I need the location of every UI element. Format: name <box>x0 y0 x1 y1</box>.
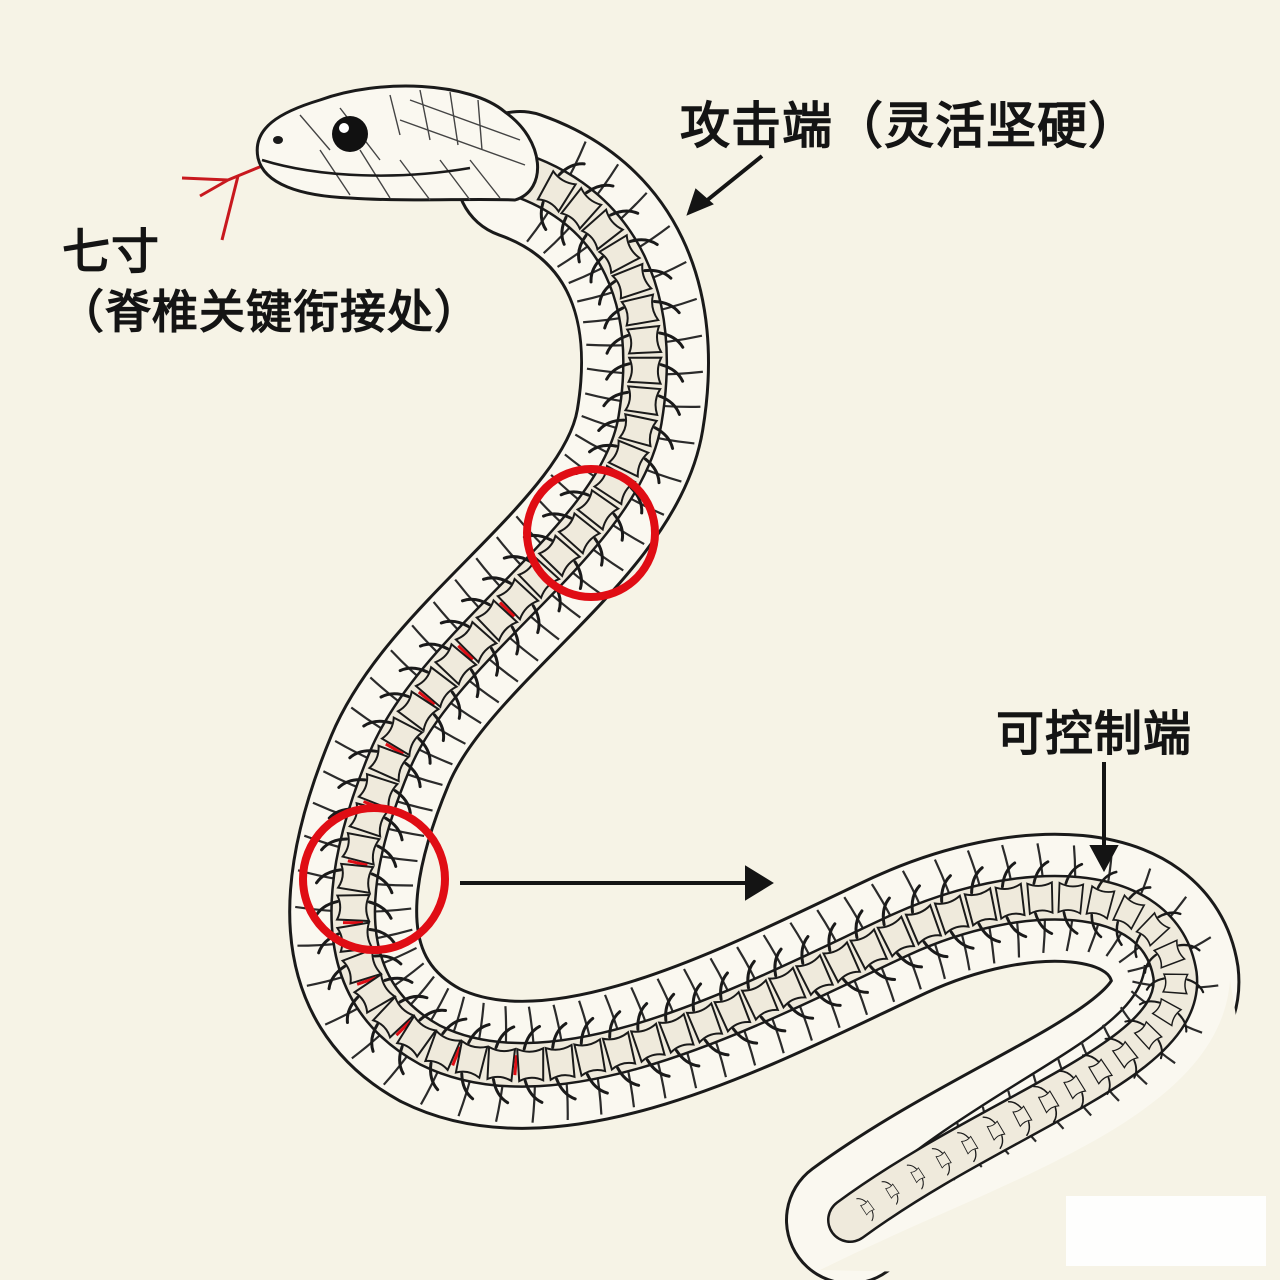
vertebra <box>933 874 975 950</box>
vertebra <box>605 324 685 355</box>
vertebra <box>603 293 681 330</box>
vertebra <box>588 439 661 485</box>
vertebra <box>605 356 685 385</box>
vertebra <box>906 1164 926 1190</box>
highlight-circle-lower <box>299 804 449 954</box>
vertebra <box>1134 911 1182 959</box>
vertebra <box>1104 1037 1139 1079</box>
tongue <box>181 164 263 241</box>
vertebra <box>957 1132 979 1163</box>
vertebra <box>597 262 673 306</box>
vertebra <box>848 909 897 982</box>
joint-mark <box>451 1046 462 1067</box>
eye <box>332 116 368 152</box>
vertebra <box>904 884 949 959</box>
control-end-label: 可控制端 <box>996 706 1193 762</box>
vertebra <box>418 642 480 699</box>
vertebrae <box>313 162 1205 1222</box>
vertebra <box>931 1148 952 1176</box>
vertebra <box>395 1008 448 1076</box>
joint-mark <box>498 601 516 618</box>
vertebra <box>602 385 681 417</box>
vertebra <box>559 488 625 542</box>
vertebra <box>1143 939 1201 974</box>
highlight-circle-upper <box>523 465 659 601</box>
vertebra <box>821 922 869 994</box>
joint-mark <box>417 690 436 706</box>
vertebra <box>362 716 432 765</box>
vertebra <box>876 896 923 969</box>
arrow-control <box>1089 762 1119 873</box>
vertebra <box>573 1016 609 1095</box>
vertebra <box>482 576 541 635</box>
vertebra <box>544 1021 577 1101</box>
vertebra <box>577 207 640 264</box>
joint-mark <box>513 1055 518 1076</box>
vertebra <box>856 1198 875 1222</box>
joint-mark <box>385 742 404 756</box>
vertebra <box>516 1024 545 1104</box>
vertebra <box>1081 1054 1114 1095</box>
vertebra <box>398 665 462 720</box>
vertebra <box>454 1023 491 1101</box>
vertebra <box>994 861 1028 939</box>
attack-end-label: 攻击端（灵活坚硬） <box>680 97 1139 155</box>
vertebra <box>320 831 398 868</box>
vertebra <box>460 597 520 656</box>
vertebra <box>345 972 414 1025</box>
joint-mark <box>395 1019 412 1037</box>
vertebra <box>982 1116 1006 1150</box>
vertebra <box>589 233 659 284</box>
vertebra <box>629 1002 671 1078</box>
vertebra <box>370 994 429 1053</box>
vertebra <box>1124 1019 1163 1060</box>
vertebra <box>713 971 759 1045</box>
vertebra <box>597 412 675 450</box>
arrow-attack <box>686 154 764 216</box>
nostril <box>273 136 283 144</box>
arrow-lower-circle <box>460 865 774 901</box>
vertebra <box>536 162 586 231</box>
vertebra <box>559 183 615 246</box>
qicun-subtitle-label: （脊椎关键衔接处） <box>58 285 481 339</box>
head-shape <box>255 84 539 202</box>
vertebra <box>881 1181 900 1205</box>
vertebra <box>794 935 842 1007</box>
vertebra <box>601 1010 641 1087</box>
vertebra <box>1111 886 1152 947</box>
vertebra <box>541 511 604 567</box>
vertebra <box>379 689 446 743</box>
vertebra <box>423 1017 468 1092</box>
vertebra <box>315 862 394 895</box>
vertebra <box>1026 860 1054 935</box>
watermark-patch <box>1066 1196 1266 1266</box>
snake-head <box>181 84 539 241</box>
vertebra <box>1033 1085 1060 1123</box>
vertebra <box>1145 973 1205 995</box>
vertebra <box>767 947 815 1020</box>
vertebra <box>1057 862 1085 935</box>
vertebra <box>963 866 1002 944</box>
mouth-line <box>261 158 471 177</box>
vertebra <box>439 619 500 677</box>
vertebra <box>1057 1070 1087 1110</box>
vertebra <box>1085 870 1118 939</box>
vertebra <box>685 982 730 1057</box>
joint-mark <box>347 859 368 867</box>
qicun-title-label: 七寸 <box>62 224 161 280</box>
vertebra <box>486 1025 518 1105</box>
vertebra <box>1007 1101 1033 1137</box>
vertebra <box>348 744 422 789</box>
vertebra <box>1138 997 1188 1033</box>
eye-highlight <box>339 123 349 133</box>
vertebra <box>740 959 787 1033</box>
vertebra <box>657 992 701 1068</box>
vertebra <box>327 947 403 991</box>
joint-mark <box>457 644 474 661</box>
